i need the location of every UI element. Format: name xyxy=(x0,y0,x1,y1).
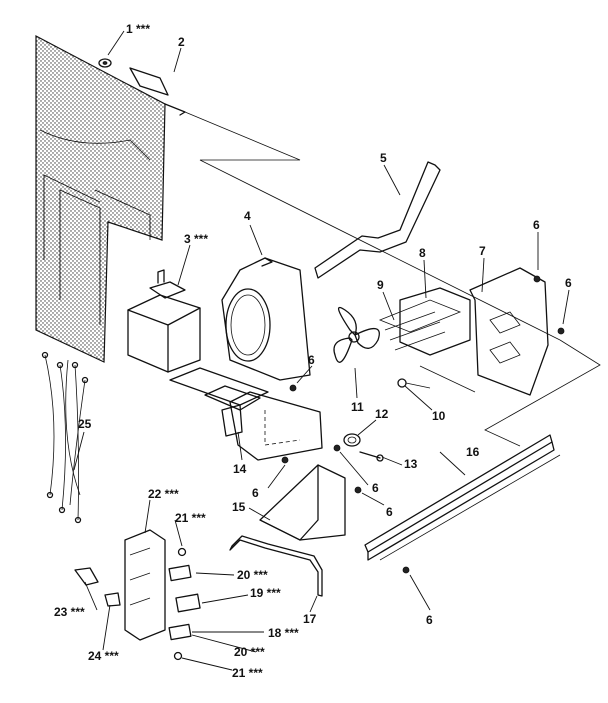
duct-part-14 xyxy=(221,391,323,461)
wire-harness-part-25 xyxy=(41,351,89,524)
callout-4: 4 xyxy=(244,209,251,223)
bracket-part-2 xyxy=(129,67,169,96)
callout-3: 3 *** xyxy=(184,232,208,246)
callout-19: 19 *** xyxy=(250,586,281,600)
callout-23: 23 *** xyxy=(54,605,85,619)
tube-part-17 xyxy=(229,535,323,597)
callout-6e: 6 xyxy=(372,481,379,495)
callout-8: 8 xyxy=(419,246,426,260)
cabinet-panel xyxy=(35,35,186,363)
callout-6f: 6 xyxy=(386,505,393,519)
screw-part-13 xyxy=(359,451,384,462)
air-guide-part-15 xyxy=(259,464,346,541)
callout-1: 1 *** xyxy=(126,22,150,36)
callout-21b: 21 *** xyxy=(232,666,263,680)
callout-6g: 6 xyxy=(426,613,433,627)
screw-set-part-6 xyxy=(281,275,565,574)
callout-15: 15 xyxy=(232,500,246,514)
fan-blade-part-11 xyxy=(333,306,380,363)
callout-25: 25 xyxy=(78,417,92,431)
callout-6c: 6 xyxy=(308,353,315,367)
assembly-outline xyxy=(184,111,561,341)
callout-21a: 21 *** xyxy=(175,511,206,525)
nut-part-1 xyxy=(98,58,112,68)
thermostat-part-12 xyxy=(343,433,361,447)
callout-11: 11 xyxy=(351,400,364,414)
callout-20a: 20 *** xyxy=(237,568,268,582)
callout-9: 9 xyxy=(377,278,384,292)
callout-14: 14 xyxy=(233,462,247,476)
screws-part-10 xyxy=(397,365,476,393)
rail-part-16 xyxy=(364,434,561,561)
assembly-outline-lower xyxy=(484,339,601,447)
callout-17: 17 xyxy=(303,612,317,626)
callout-7: 7 xyxy=(479,244,486,258)
callout-13: 13 xyxy=(404,457,418,471)
leader-lines xyxy=(73,30,570,671)
magnetron-part-3 xyxy=(127,269,201,373)
callout-6d: 6 xyxy=(252,486,259,500)
switch-assembly xyxy=(74,529,201,661)
callout-20b: 20 *** xyxy=(234,645,265,659)
callout-10: 10 xyxy=(432,409,446,423)
callout-6a: 6 xyxy=(533,218,540,232)
callout-6b: 6 xyxy=(565,276,572,290)
callout-5: 5 xyxy=(380,151,387,165)
callout-12: 12 xyxy=(375,407,389,421)
callout-22: 22 *** xyxy=(148,487,179,501)
callout-16: 16 xyxy=(466,445,480,459)
fan-bracket-part-7 xyxy=(469,267,549,396)
tube-part-5 xyxy=(314,161,441,279)
callout-18: 18 *** xyxy=(268,626,299,640)
callout-2: 2 xyxy=(178,35,185,49)
callout-24: 24 *** xyxy=(88,649,119,663)
fan-shroud-part-4 xyxy=(169,257,311,411)
callout-labels: 1 *** 2 3 *** 4 5 6 6 7 8 9 6 10 11 12 1… xyxy=(54,22,572,680)
fan-motor-part-9 xyxy=(378,287,471,356)
